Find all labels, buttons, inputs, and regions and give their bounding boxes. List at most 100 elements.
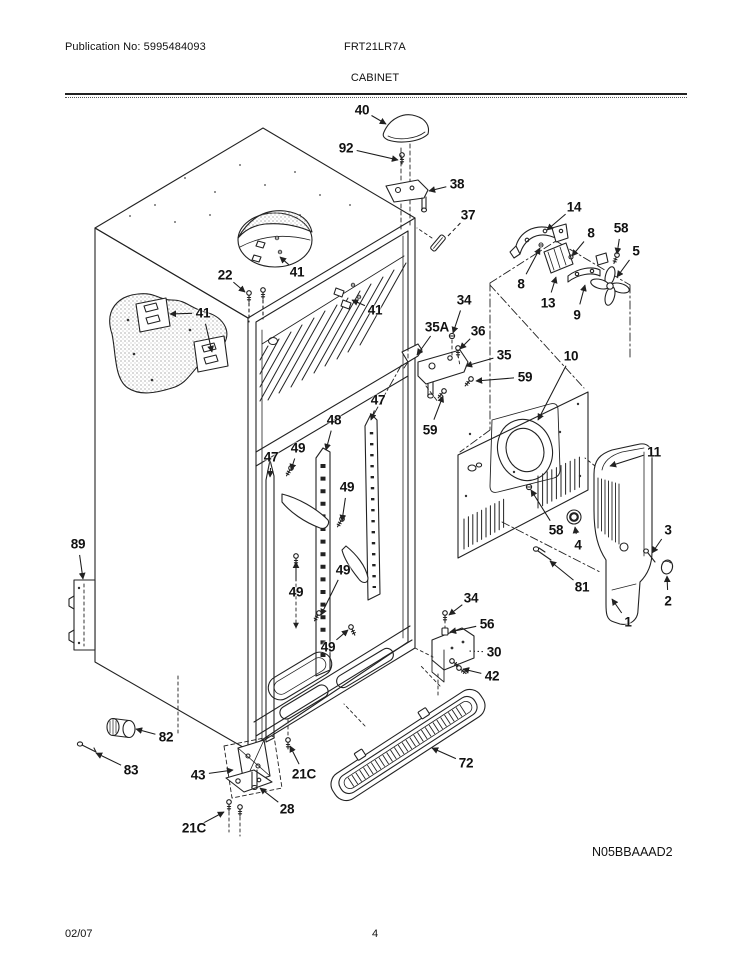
leader-line-92	[356, 149, 399, 162]
toe-grille-72	[330, 664, 486, 802]
bracket-30-group	[414, 610, 475, 697]
callout-41: 41	[289, 264, 305, 280]
callout-9: 9	[573, 307, 581, 323]
callout-47: 47	[263, 449, 279, 465]
fan-cover-dome	[237, 210, 313, 268]
leader-line-37	[446, 222, 461, 238]
callout-49: 49	[335, 562, 351, 578]
leader-line-40	[371, 115, 387, 125]
leader-line-41	[351, 299, 366, 307]
callout-59: 59	[422, 422, 438, 438]
air-duct-1	[566, 443, 674, 625]
callout-56: 56	[479, 616, 495, 632]
callout-59: 59	[517, 369, 533, 385]
callout-14: 14	[566, 199, 582, 215]
leader-line-9	[579, 284, 587, 305]
leader-line-35A	[416, 335, 432, 356]
leader-line-28	[259, 787, 279, 803]
side-bracket-89	[68, 579, 96, 651]
callout-58: 58	[548, 522, 564, 538]
callout-83: 83	[123, 762, 139, 778]
middle-hinge-group	[401, 332, 475, 403]
callout-82: 82	[158, 729, 174, 745]
leader-line-81	[549, 560, 574, 581]
callout-43: 43	[190, 767, 206, 783]
callout-92: 92	[338, 140, 354, 156]
header-rule-dotted	[65, 97, 687, 98]
callout-48: 48	[326, 412, 342, 428]
leader-line-89	[78, 554, 86, 580]
leader-line-83	[95, 752, 122, 766]
screws-22	[246, 287, 266, 323]
callout-72: 72	[458, 755, 474, 771]
leader-line-35	[465, 357, 494, 368]
leader-line-8	[571, 241, 585, 257]
callout-81: 81	[574, 579, 590, 595]
leader-line-21C	[289, 745, 300, 765]
leader-line-72	[431, 747, 457, 760]
section-title: CABINET	[350, 72, 400, 84]
callout-38: 38	[449, 176, 465, 192]
leader-line-82	[135, 727, 156, 735]
leader-line-8	[525, 247, 541, 275]
leader-line-41	[169, 310, 193, 318]
model-number: FRT21LR7A	[344, 41, 406, 53]
callout-58: 58	[613, 220, 629, 236]
roller-82-group	[76, 717, 136, 753]
leader-line-56	[449, 625, 477, 635]
callout-89: 89	[70, 536, 86, 552]
callout-49: 49	[320, 639, 336, 655]
callout-40: 40	[354, 102, 370, 118]
publication-number: Publication No: 5995484093	[65, 41, 206, 53]
freezer-evaporator-hatch	[259, 262, 407, 402]
leader-line-58	[614, 238, 622, 255]
leader-line-48	[324, 430, 332, 451]
leader-line-3	[651, 538, 663, 554]
callout-21C: 21C	[181, 820, 207, 836]
leader-line-22	[233, 281, 246, 293]
bottom-hinge-group	[177, 675, 291, 837]
leader-line-5	[616, 259, 630, 278]
callout-5: 5	[632, 243, 640, 259]
top-hinge-group	[382, 114, 446, 252]
callout-41: 41	[195, 305, 211, 321]
leader-line-34	[448, 604, 463, 616]
leader-line-41	[279, 256, 290, 266]
callout-1: 1	[624, 614, 632, 630]
leader-line-41	[204, 323, 214, 353]
leader-lines	[78, 115, 671, 824]
callout-49: 49	[288, 584, 304, 600]
leader-line-47	[369, 410, 377, 421]
diagram-code: N05BBAAAD2	[592, 845, 673, 859]
callout-8: 8	[587, 225, 595, 241]
leader-line-14	[546, 213, 566, 231]
callout-22: 22	[217, 267, 233, 283]
callout-28: 28	[279, 801, 295, 817]
bottom-front-band	[253, 625, 413, 737]
leader-line-49	[336, 629, 349, 641]
callout-4: 4	[574, 537, 582, 553]
leader-line-49	[339, 497, 347, 522]
leader-line-47	[266, 467, 274, 478]
mullion	[255, 361, 409, 467]
leader-line-38	[428, 186, 447, 193]
callout-35A: 35A	[424, 319, 450, 335]
callout-35: 35	[496, 347, 512, 363]
evaporator-cover-panel	[457, 391, 601, 573]
callout-8: 8	[517, 276, 525, 292]
leader-line-49	[320, 579, 339, 616]
leader-line-30	[467, 650, 484, 653]
callout-11: 11	[647, 444, 661, 460]
callout-34: 34	[456, 292, 472, 308]
leader-line-11	[609, 454, 644, 468]
callout-30: 30	[486, 644, 502, 660]
leader-line-10	[537, 365, 567, 421]
callout-37: 37	[460, 207, 476, 223]
leader-line-34	[451, 310, 461, 334]
leader-line-43	[208, 767, 234, 775]
fan-motor-assembly	[459, 223, 631, 453]
leader-line-49	[289, 458, 297, 471]
leader-line-58	[530, 489, 551, 521]
